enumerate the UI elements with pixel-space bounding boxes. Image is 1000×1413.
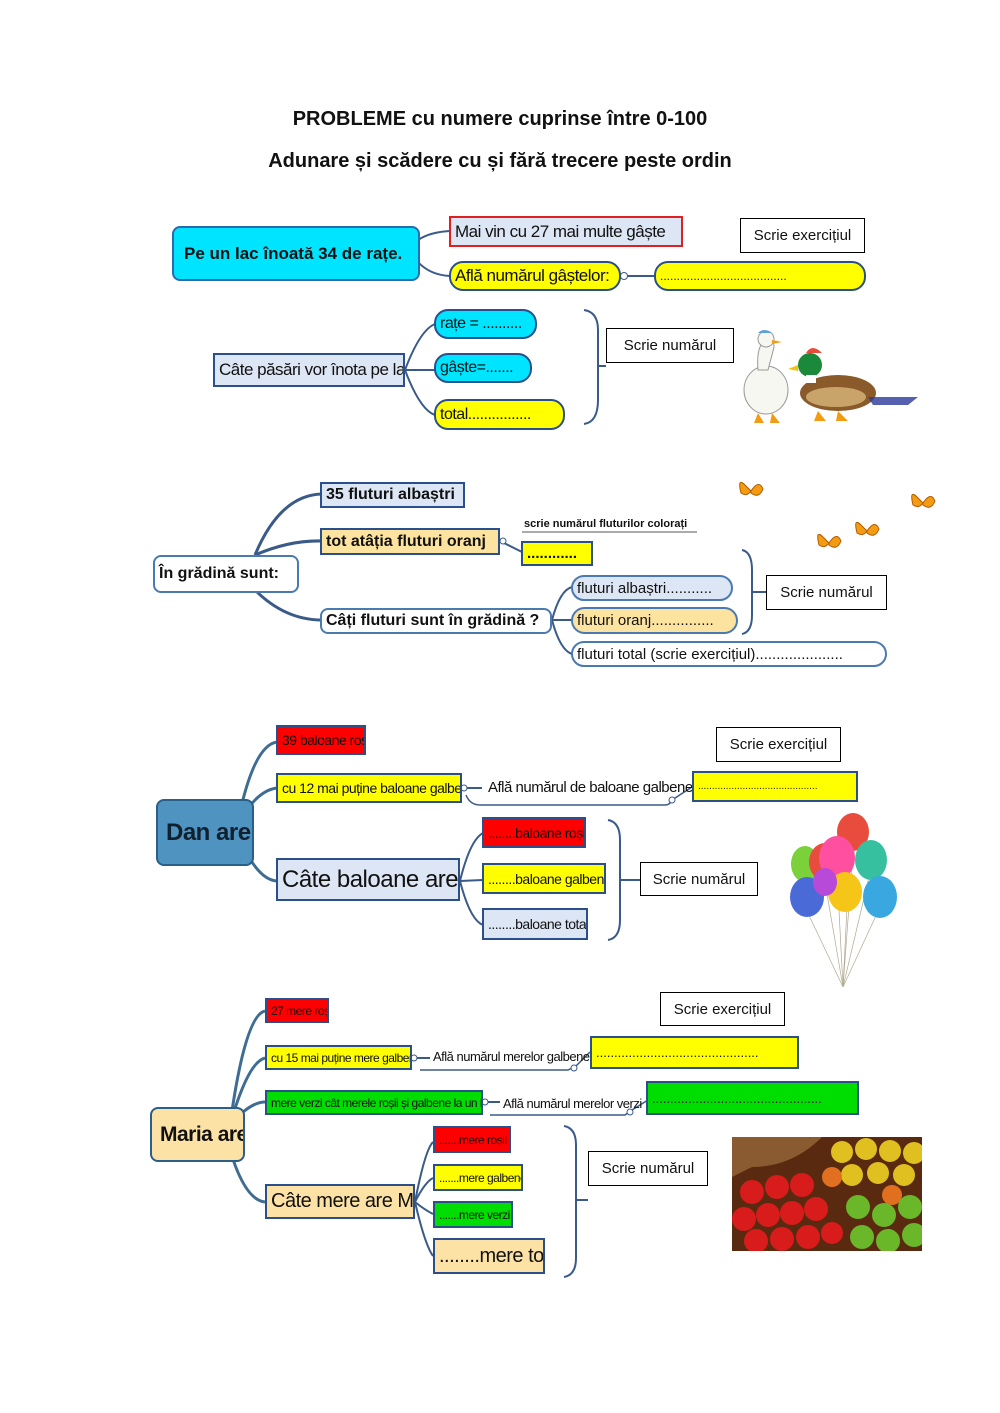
- problem3-total-field[interactable]: ........baloane total: [482, 908, 588, 940]
- problem2-blue-field[interactable]: fluturi albaștri...........: [571, 575, 733, 601]
- problem4-red-field[interactable]: .......mere roșii: [433, 1126, 511, 1153]
- problem4-total-field[interactable]: ........mere total: [433, 1238, 545, 1274]
- apples-icon: [732, 1137, 922, 1251]
- problem3-question: Câte baloane are Dan?: [276, 858, 460, 901]
- problem1-write-number-box[interactable]: Scrie numărul: [606, 328, 734, 363]
- problem1-branch-geese: Mai vin cu 27 mai multe gâște: [449, 216, 683, 247]
- problem3-branch-yellow: cu 12 mai puține baloane galbene: [276, 773, 462, 803]
- problem2-answer-field[interactable]: ............: [521, 541, 593, 566]
- problem2-question: Câți fluturi sunt în grădină ?: [320, 608, 552, 634]
- problem2-total-field[interactable]: fluturi total (scrie exercițiul)........…: [571, 641, 887, 667]
- problem1-question: Câte păsări vor înota pe lac?: [213, 353, 405, 387]
- problem4-yellow-answer-field[interactable]: ........................................…: [590, 1036, 799, 1069]
- problem2-root: În grădină sunt:: [153, 555, 299, 593]
- problem3-red-field[interactable]: ........baloane roșii: [482, 817, 586, 848]
- problem4-find-green: Află numărul merelor verzi: [503, 1096, 642, 1111]
- problem4-root: Maria are: [150, 1107, 245, 1162]
- duck-and-goose-icon: [743, 330, 918, 423]
- problem2-branch-orange: tot atâția fluturi oranj: [320, 528, 500, 555]
- problem2-orange-field[interactable]: fluturi oranj...............: [571, 607, 738, 634]
- problem2-write-number-box[interactable]: Scrie numărul: [766, 575, 887, 610]
- problem3-answer-field[interactable]: ........................................…: [692, 771, 858, 802]
- problem3-root: Dan are: [156, 799, 254, 866]
- problem3-find-yellow: Află numărul de baloane galbene:: [488, 779, 697, 796]
- problem3-write-exercise-box[interactable]: Scrie exercițiul: [716, 727, 841, 762]
- page-title: PROBLEME cu numere cuprinse între 0-100: [292, 108, 708, 130]
- problem4-find-yellow: Află numărul merelor galbene: [433, 1049, 590, 1064]
- problem1-ducks-field[interactable]: rațe = ..........: [434, 309, 537, 339]
- problem1-write-exercise-box[interactable]: Scrie exercițiul: [740, 218, 865, 253]
- problem4-yellow-field[interactable]: .......mere galbene: [433, 1164, 523, 1191]
- page-subtitle: Adunare și scădere cu și fără trecere pe…: [268, 150, 732, 172]
- problem2-hint: scrie numărul fluturilor colorați: [524, 518, 688, 530]
- butterflies-icon: [739, 481, 936, 548]
- balloons-icon: [790, 813, 897, 988]
- problem3-yellow-field[interactable]: ........baloane galbene: [482, 863, 606, 894]
- problem4-write-exercise-box[interactable]: Scrie exercițiul: [660, 992, 785, 1026]
- problem3-branch-red: 39 baloane roșii: [276, 725, 366, 755]
- problem4-branch-green: mere verzi cât merele roșii și galbene l…: [265, 1090, 483, 1115]
- problem4-write-number-box[interactable]: Scrie numărul: [588, 1151, 708, 1186]
- problem1-geese-field[interactable]: gâște=.......: [434, 353, 532, 383]
- problem1-total-field[interactable]: total................: [434, 399, 565, 430]
- problem1-answer-field[interactable]: ......................................: [654, 261, 866, 291]
- problem4-branch-red: 27 mere roșii: [265, 998, 329, 1023]
- problem4-green-field[interactable]: .......mere verzi: [433, 1201, 513, 1228]
- problem4-branch-yellow: cu 15 mai puține mere galbene: [265, 1045, 412, 1070]
- problem4-question: Câte mere are Maria?: [265, 1184, 415, 1219]
- problem4-green-answer-field[interactable]: ........................................…: [646, 1081, 859, 1115]
- problem2-branch-blue: 35 fluturi albaștri: [320, 482, 465, 508]
- problem3-write-number-box[interactable]: Scrie numărul: [640, 862, 758, 896]
- problem1-root: Pe un lac înoată 34 de rațe.: [172, 226, 420, 281]
- problem1-find-geese: Află numărul gâștelor:: [449, 261, 621, 291]
